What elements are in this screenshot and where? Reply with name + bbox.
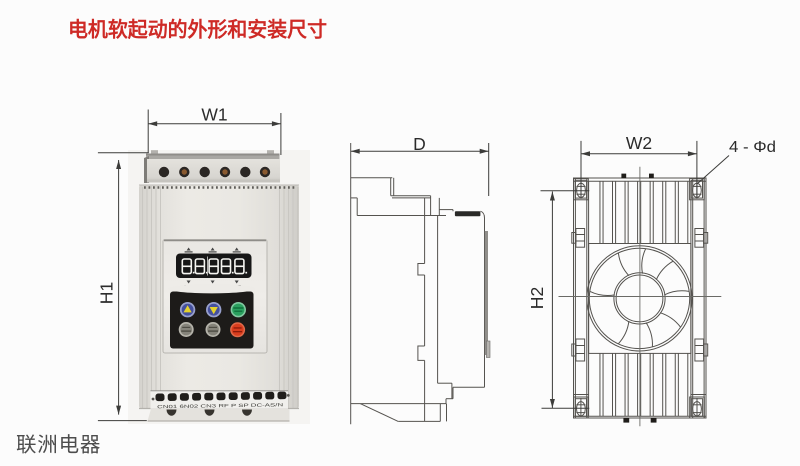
svg-text:电机软起动的外形和安装尺寸: 电机软起动的外形和安装尺寸: [68, 18, 327, 42]
svg-text:CN01 6N02 CN3 RF P SP DC-: CN01 6N02 CN3 RF P SP DC-AS/N: [157, 402, 283, 409]
svg-text:H1: H1: [97, 282, 117, 304]
svg-text:W1: W1: [201, 105, 227, 125]
svg-text:4 - Φd: 4 - Φd: [729, 139, 776, 156]
svg-text:W2: W2: [626, 133, 652, 153]
svg-text:H2: H2: [527, 287, 547, 309]
svg-text:D: D: [413, 134, 426, 154]
svg-text:联洲电器: 联洲电器: [16, 434, 101, 457]
